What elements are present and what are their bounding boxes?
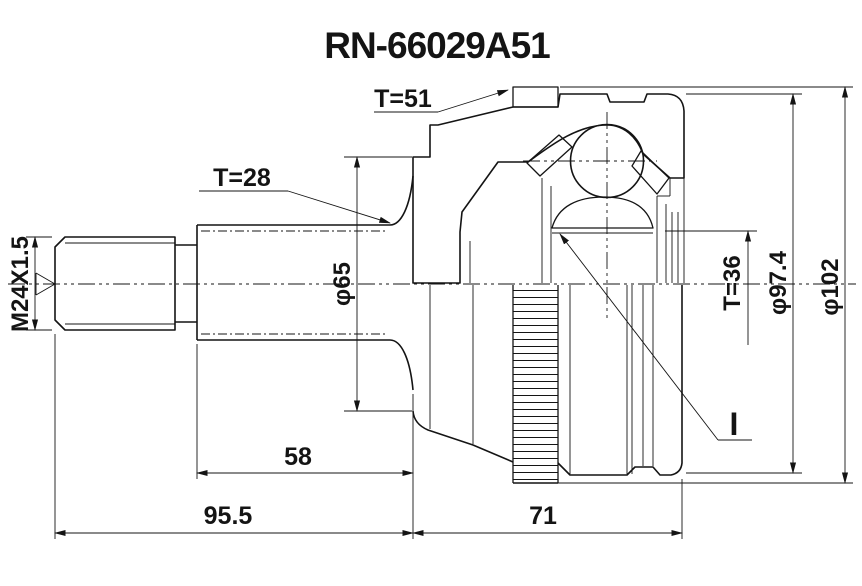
- detail-reference-callout: I: [559, 233, 752, 442]
- boot-seat-diameter-dimension: φ65: [329, 156, 412, 412]
- inner-race-spline-callout: T=36: [665, 230, 757, 345]
- abs-ring-tooth-count-label: T=51: [374, 85, 432, 113]
- spline-tooth-count-label: T=28: [213, 164, 271, 192]
- inner-race-tooth-count-label: T=36: [719, 255, 746, 310]
- housing-exterior: [412, 285, 683, 484]
- cage-section: [526, 134, 670, 195]
- abs-ring-section: [512, 86, 559, 108]
- abs-ring-teeth-callout: T=51: [374, 85, 509, 113]
- thread-dimension: M24X1.5: [7, 236, 52, 332]
- abs-ring-teeth: [512, 285, 559, 484]
- opening-detail-lines: [469, 178, 685, 283]
- dimensions: RN-66029A51 T=51 T=28 M24X1.5 φ65: [7, 25, 853, 539]
- body-diameter-dimension: φ97.4: [686, 93, 802, 474]
- shaft: [35, 175, 414, 391]
- spline-length-dimension: 58: [196, 344, 414, 479]
- body-diameter-label: φ97.4: [765, 250, 792, 315]
- boot-seat-diameter-label: φ65: [329, 262, 356, 306]
- inner-race-section: [541, 178, 654, 283]
- housing-section: [412, 93, 685, 284]
- shaft-spline-callout: T=28: [199, 164, 391, 224]
- detail-ref-label: I: [730, 406, 739, 442]
- shaft-length-dim: 95.5: [204, 502, 253, 530]
- relief-groove: [175, 244, 197, 323]
- shaft-length-dimension: 95.5: [54, 334, 414, 539]
- thread-spec-label: M24X1.5: [7, 236, 34, 332]
- spline-section: [196, 224, 390, 341]
- abs-ring-diameter-dimension: φ102: [558, 86, 853, 484]
- spline-length-dim: 58: [284, 443, 312, 471]
- ring-outer-diameter-label: φ102: [817, 258, 844, 315]
- centerlines: [8, 112, 856, 320]
- housing-length-dimension: 71: [412, 479, 683, 539]
- thread-outline: [54, 236, 176, 331]
- housing-length-dim: 71: [529, 502, 557, 530]
- part-number-label: RN-66029A51: [324, 25, 550, 66]
